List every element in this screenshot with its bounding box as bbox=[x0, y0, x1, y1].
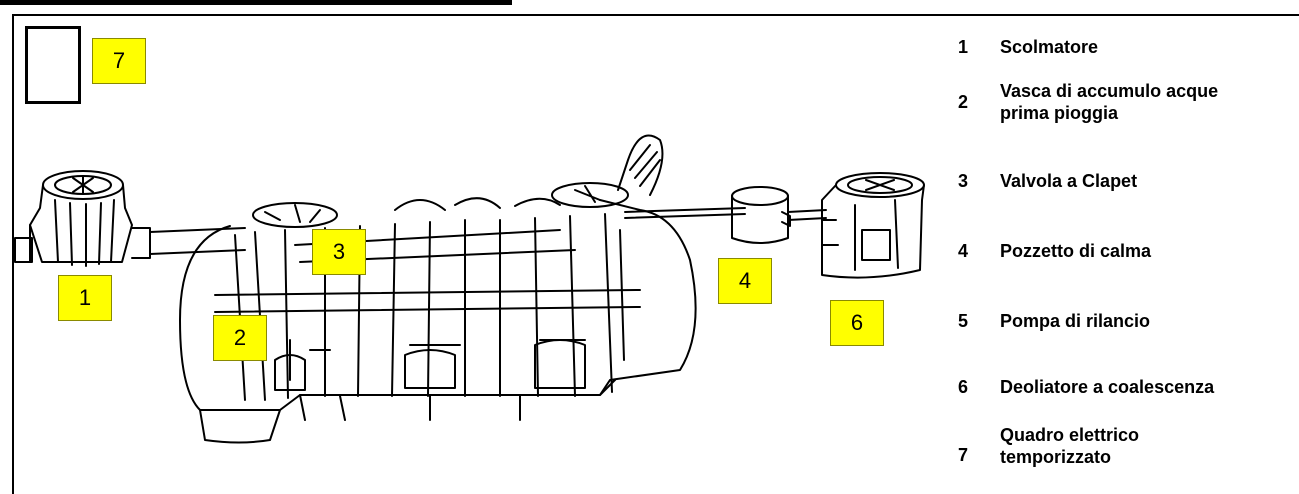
callout-1: 1 bbox=[58, 275, 112, 321]
legend-item-6: 6 Deoliatore a coalescenza bbox=[958, 376, 1215, 398]
legend-item-7: 7 Quadro elettrico temporizzato bbox=[958, 425, 1140, 467]
callout-3: 3 bbox=[312, 229, 366, 275]
deoliatore-drawing bbox=[821, 172, 925, 279]
callout-7: 7 bbox=[92, 38, 146, 84]
callout-6: 6 bbox=[830, 300, 884, 346]
legend-item-1: 1 Scolmatore bbox=[958, 36, 1099, 58]
legend-item-5: 5 Pompa di rilancio bbox=[958, 310, 1151, 332]
pozzetto-drawing bbox=[731, 186, 827, 244]
legend-item-4: 4 Pozzetto di calma bbox=[958, 240, 1152, 262]
scolmatore-drawing bbox=[14, 170, 246, 267]
diagram-frame bbox=[12, 14, 1299, 494]
callout-2: 2 bbox=[213, 315, 267, 361]
tank-drawing bbox=[179, 134, 746, 444]
top-rule bbox=[0, 0, 512, 5]
legend-item-2: 2 Vasca di accumulo acque prima pioggia bbox=[958, 81, 1219, 123]
system-drawing bbox=[14, 40, 925, 444]
legend-item-3: 3 Valvola a Clapet bbox=[958, 170, 1138, 192]
electric-panel-icon-box bbox=[25, 26, 81, 104]
callout-4: 4 bbox=[718, 258, 772, 304]
